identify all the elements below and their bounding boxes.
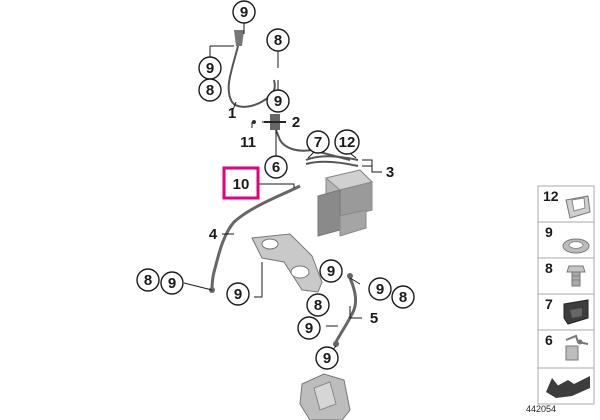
callout-9-a: 9 <box>198 56 222 80</box>
svg-text:9: 9 <box>327 263 335 280</box>
svg-text:6: 6 <box>545 332 553 348</box>
brake-line-5 <box>334 277 358 343</box>
svg-text:8: 8 <box>274 32 282 49</box>
callout-1: 1 <box>228 105 236 122</box>
callout-8-g: 8 <box>306 293 330 317</box>
svg-text:9: 9 <box>323 350 331 367</box>
brake-line-5-top <box>347 273 353 279</box>
callout-9-top: 9 <box>232 0 256 24</box>
callout-9-g: 9 <box>297 316 321 340</box>
svg-text:9: 9 <box>274 93 282 110</box>
callout-8-c: 8 <box>136 268 160 292</box>
legend-item-12: 12 <box>543 188 591 219</box>
legend-item-6: 6 <box>545 332 589 361</box>
svg-text:8: 8 <box>545 260 553 276</box>
callout-8-top: 8 <box>266 28 290 52</box>
svg-text:9: 9 <box>376 281 384 298</box>
brake-caliper <box>299 373 351 420</box>
svg-text:12: 12 <box>543 188 559 204</box>
svg-text:9: 9 <box>545 224 553 240</box>
svg-text:10: 10 <box>233 176 250 193</box>
brake-line-1-fitting <box>234 30 244 46</box>
legend-item-7: 7 <box>545 296 589 325</box>
banjo-bolt-icon <box>566 265 586 287</box>
svg-text:9: 9 <box>234 286 242 303</box>
legend-pointer-icon <box>546 376 590 398</box>
callout-11: 11 <box>240 134 256 151</box>
svg-text:9: 9 <box>305 320 313 337</box>
svg-text:9: 9 <box>240 4 248 21</box>
callout-8-f: 8 <box>391 285 415 309</box>
callout-3: 3 <box>386 164 394 181</box>
svg-text:9: 9 <box>168 275 176 292</box>
callout-7: 7 <box>306 130 330 154</box>
hose-clip-icon <box>563 299 589 325</box>
parts-legend: 12 9 8 7 <box>537 185 595 405</box>
bracket-clip-icon <box>565 195 591 219</box>
callout-9-e: 9 <box>319 259 343 283</box>
callout-5: 5 <box>370 310 378 327</box>
callout-10-highlight: 10 <box>222 166 260 200</box>
svg-text:8: 8 <box>399 289 407 306</box>
svg-text:12: 12 <box>339 134 356 151</box>
callout-9-d: 9 <box>226 282 250 306</box>
brake-line-3 <box>305 155 359 167</box>
seal-washer-icon <box>562 238 590 254</box>
brake-line-4 <box>210 184 301 291</box>
callout-4: 4 <box>209 226 218 243</box>
abs-unit <box>317 169 373 237</box>
svg-text:9: 9 <box>206 60 214 77</box>
diagram-id: 442054 <box>525 404 556 414</box>
callouts: 9 8 9 8 9 1 2 11 7 12 6 3 10 4 8 9 9 9 9… <box>136 0 415 370</box>
callout-12: 12 <box>334 129 360 155</box>
callout-2: 2 <box>292 114 300 131</box>
brake-line-1 <box>227 35 276 108</box>
callout-9-f: 9 <box>368 277 392 301</box>
callout-9-c: 9 <box>160 271 184 295</box>
brake-line-5-bottom <box>333 341 339 347</box>
svg-text:8: 8 <box>314 297 322 314</box>
svg-text:7: 7 <box>314 134 322 151</box>
svg-text:8: 8 <box>206 82 214 99</box>
abs-bracket <box>251 233 323 293</box>
svg-text:6: 6 <box>272 159 280 176</box>
svg-text:7: 7 <box>545 296 553 312</box>
callout-8-a: 8 <box>198 78 222 102</box>
callout-9-b: 9 <box>266 89 290 113</box>
legend-item-8: 8 <box>545 260 586 287</box>
callout-9-h: 9 <box>315 346 339 370</box>
svg-text:8: 8 <box>144 272 152 289</box>
holder-clamp-icon <box>565 334 589 361</box>
legend-item-9: 9 <box>545 224 590 254</box>
callout-6: 6 <box>264 155 288 179</box>
